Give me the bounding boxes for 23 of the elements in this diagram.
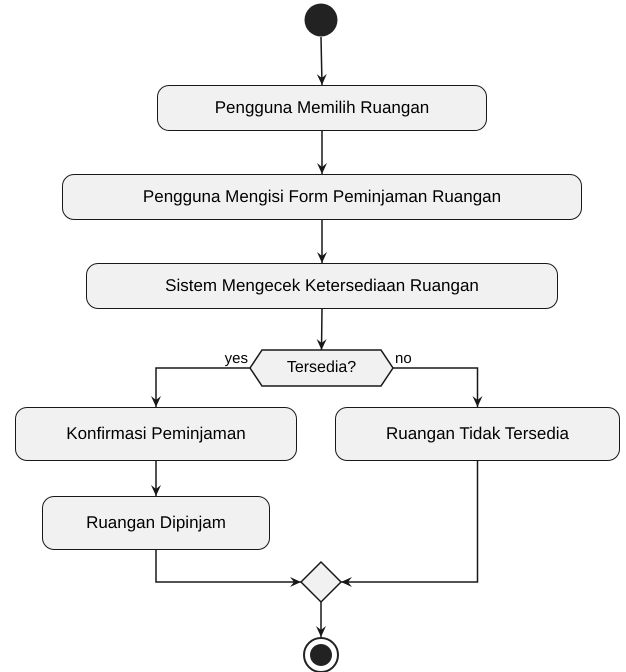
- activity-label: Pengguna Memilih Ruangan: [214, 98, 430, 118]
- activity-label: Sistem Mengecek Ketersediaan Ruangan: [165, 276, 479, 296]
- activity-box: [335, 407, 620, 461]
- activity-label: Konfirmasi Peminjaman: [66, 424, 246, 444]
- activity-label: Pengguna Mengisi Form Peminjaman Ruangan: [142, 187, 502, 207]
- activity-box: [86, 263, 558, 309]
- arrow: [155, 550, 301, 587]
- arrow: [151, 367, 250, 407]
- arrow: [151, 461, 161, 496]
- arrow: [317, 220, 327, 263]
- activity-box: [157, 85, 487, 131]
- decision-label: Tersedia?: [286, 359, 356, 377]
- activity-box: [62, 174, 582, 220]
- arrow: [316, 36, 327, 86]
- arrow: [317, 131, 327, 174]
- activity-label: Ruangan Tidak Tersedia: [386, 424, 570, 444]
- arrow: [393, 367, 482, 407]
- arrow: [316, 602, 326, 637]
- activity-box: [15, 407, 297, 461]
- activity-label: Ruangan Dipinjam: [86, 513, 226, 533]
- activity-box: [42, 496, 270, 550]
- arrow: [341, 461, 478, 587]
- arrow: [316, 308, 327, 350]
